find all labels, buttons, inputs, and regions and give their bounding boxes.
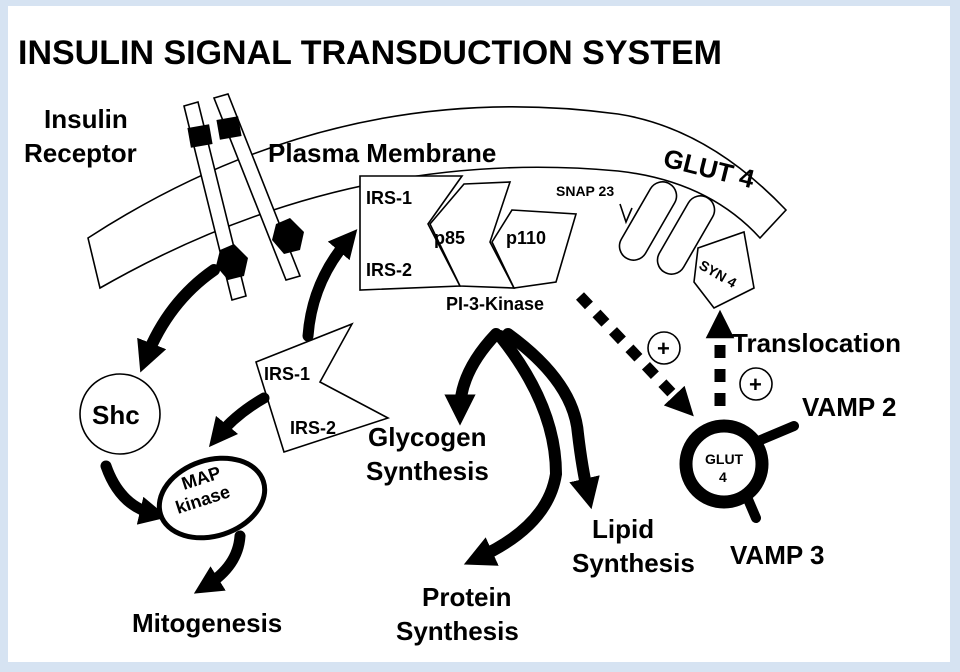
snap23-label: SNAP 23 <box>556 183 614 199</box>
snap23-marker <box>619 203 633 225</box>
glut4-vesicle <box>679 419 799 523</box>
syn4-block <box>693 230 755 310</box>
glut4-transporter <box>618 181 716 275</box>
p110-label: p110 <box>506 228 546 248</box>
p85-label: p85 <box>434 228 465 248</box>
irs-to-map-arrow <box>208 392 270 448</box>
plus-circle-1 <box>647 331 681 365</box>
lipid-label-line2: Synthesis <box>572 548 695 578</box>
irs2-top-label: IRS-2 <box>366 260 412 280</box>
insulin-receptor-label-line2: Receptor <box>24 138 137 168</box>
irs-lower-block <box>255 322 391 454</box>
glut-vesicle-label-line2: 4 <box>719 469 727 485</box>
mitogenesis-label: Mitogenesis <box>132 608 282 638</box>
protein-label-line2: Synthesis <box>396 616 519 646</box>
shc-label: Shc <box>92 400 140 430</box>
irs1-top-label: IRS-1 <box>366 188 412 208</box>
shc-to-map-arrow <box>100 460 168 525</box>
protein-label-line1: Protein <box>422 582 512 612</box>
translocation-label: Translocation <box>732 328 901 358</box>
glut-vesicle-label-line1: GLUT <box>705 451 744 467</box>
glycogen-label-line2: Synthesis <box>366 456 489 486</box>
insulin-signaling-diagram: INSULIN SIGNAL TRANSDUCTION SYSTEM Insul… <box>18 34 901 646</box>
pi3k-to-protein-arrow <box>463 330 563 566</box>
map-to-mitogenesis-arrow <box>193 530 246 594</box>
pi3k-to-glycogen-arrow <box>444 328 502 426</box>
shc-node <box>79 373 161 455</box>
insulin-receptor <box>183 93 304 301</box>
insulin-receptor-label-line1: Insulin <box>44 104 128 134</box>
pi3-kinase-label: PI-3-Kinase <box>446 294 544 314</box>
irs-membrane-block <box>359 175 464 291</box>
plus-sign-2: + <box>749 372 762 397</box>
plus-sign-1: + <box>657 336 670 361</box>
irs1-lower-label: IRS-1 <box>264 364 310 384</box>
p110-subunit <box>491 209 578 289</box>
lipid-label-line1: Lipid <box>592 514 654 544</box>
diagram-frame: INSULIN SIGNAL TRANSDUCTION SYSTEM Insul… <box>8 6 950 662</box>
map-kinase-node <box>156 455 268 541</box>
plus-circle-2 <box>739 367 773 401</box>
page-title: INSULIN SIGNAL TRANSDUCTION SYSTEM <box>18 34 722 72</box>
vamp3-label: VAMP 3 <box>730 540 824 570</box>
plasma-membrane-label: Plasma Membrane <box>268 138 496 168</box>
irs2-lower-label: IRS-2 <box>290 418 336 438</box>
irs-to-membrane-arrow <box>302 229 358 342</box>
vamp2-label: VAMP 2 <box>802 392 896 422</box>
pi3k-to-lipid-arrow <box>502 328 600 510</box>
pi3k-to-vesicle-dashed-arrow <box>576 292 694 417</box>
receptor-to-shc-arrow <box>137 264 220 373</box>
glycogen-label-line1: Glycogen <box>368 422 486 452</box>
